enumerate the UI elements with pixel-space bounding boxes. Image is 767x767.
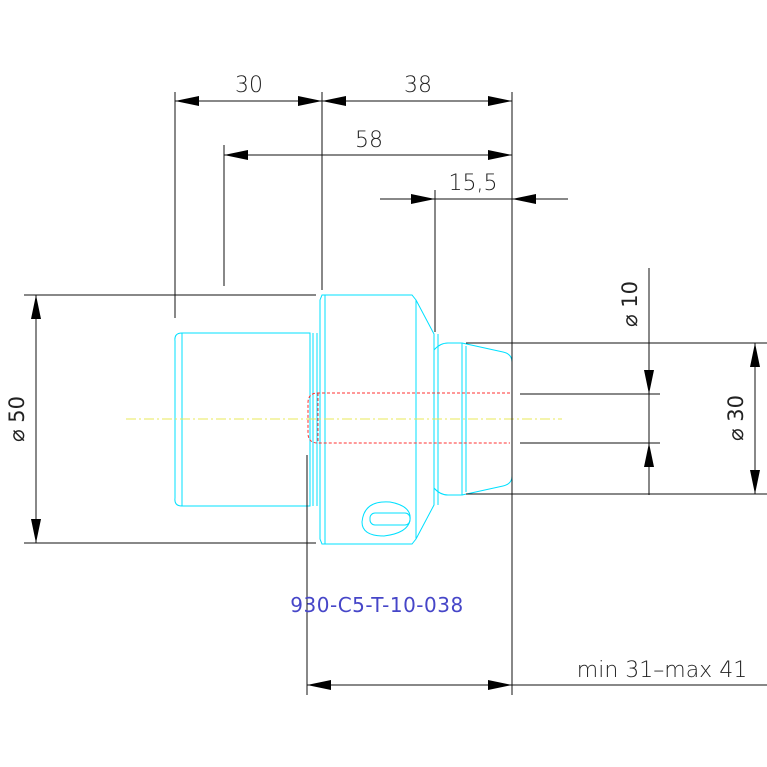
key-slot [361,501,411,537]
arrow [175,96,199,106]
arrow [31,519,41,543]
arrow [322,96,346,106]
key-slot-inner [369,512,411,526]
arrow [488,150,512,160]
arrow [750,343,760,367]
dim-label-58: 58 [355,128,383,153]
arrow [488,96,512,106]
arrow [31,295,41,319]
arrow [488,680,512,690]
arrow [644,370,654,394]
dim-label-15-5: 15,5 [449,171,498,196]
dimension-lines [24,92,767,695]
dim-label-range: min 31–max 41 [577,658,747,683]
arrow [298,96,322,106]
arrow [644,443,654,467]
hidden-bore [307,392,510,444]
dim-label-dia30: ⌀ 30 [724,395,748,441]
dim-label-30: 30 [235,73,263,98]
arrow [411,194,435,204]
part-code-label: 930-C5-T-10-038 [290,593,463,617]
arrow [750,470,760,494]
arrow [512,194,536,204]
collet-nose [433,342,463,496]
dim-label-38: 38 [404,73,432,98]
arrow [224,150,248,160]
bore-outline [307,392,510,444]
dim-label-dia50: ⌀ 50 [5,396,29,442]
dim-label-dia10: ⌀ 10 [618,281,642,327]
arrow [307,680,331,690]
